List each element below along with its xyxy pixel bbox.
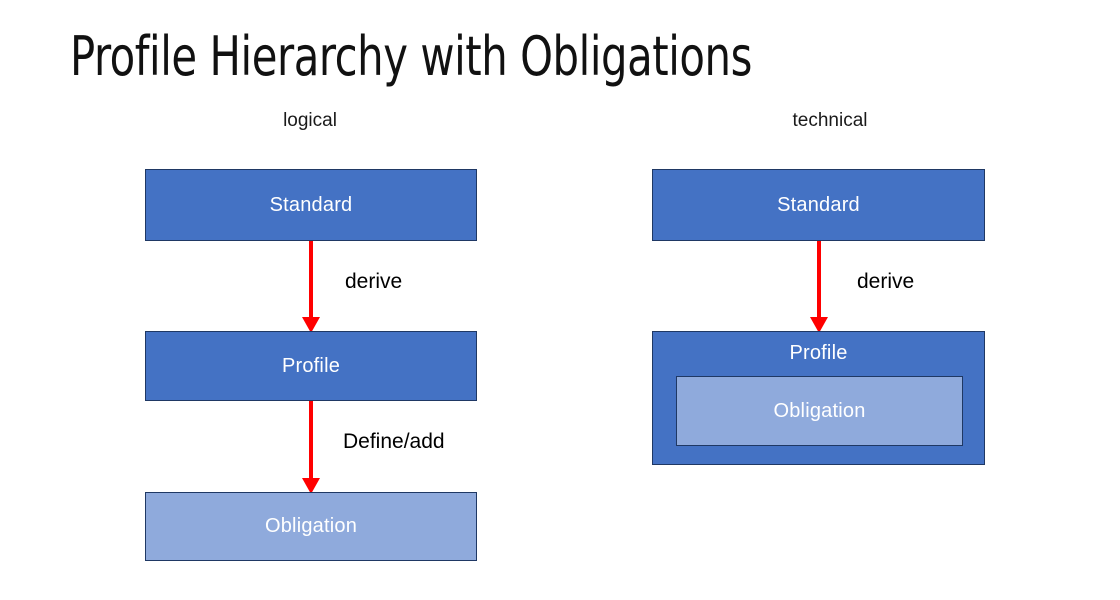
edge-label-derive-technical: derive bbox=[857, 270, 915, 293]
arrow-head-icon bbox=[302, 478, 320, 494]
node-standard-logical[interactable]: Standard bbox=[145, 169, 477, 241]
column-heading-technical: technical bbox=[792, 110, 868, 131]
column-heading-logical: logical bbox=[283, 110, 337, 131]
arrow-shaft bbox=[309, 241, 313, 317]
node-label: Obligation bbox=[264, 515, 358, 537]
node-obligation-technical-nested[interactable]: Obligation bbox=[676, 376, 963, 446]
node-standard-technical[interactable]: Standard bbox=[652, 169, 985, 241]
node-obligation-logical[interactable]: Obligation bbox=[145, 492, 477, 561]
edge-label-derive-logical: derive bbox=[345, 270, 403, 293]
node-label: Profile bbox=[789, 342, 848, 364]
edge-label-define-add-logical: Define/add bbox=[343, 430, 445, 453]
node-label: Obligation bbox=[773, 399, 866, 422]
arrow-shaft bbox=[309, 401, 313, 478]
arrow-head-icon bbox=[302, 317, 320, 333]
arrow-shaft bbox=[817, 241, 821, 317]
arrow-derive-technical bbox=[810, 241, 828, 333]
node-label: Standard bbox=[269, 193, 353, 216]
arrow-head-icon bbox=[810, 317, 828, 333]
page-title: Profile Hierarchy with Obligations bbox=[70, 25, 752, 88]
arrow-derive-logical bbox=[302, 241, 320, 333]
node-label: Standard bbox=[777, 193, 860, 216]
node-profile-logical[interactable]: Profile bbox=[145, 331, 477, 401]
node-profile-technical[interactable]: Profile Obligation bbox=[652, 331, 985, 465]
arrow-define-add-logical bbox=[302, 401, 320, 494]
node-label: Profile bbox=[281, 354, 341, 377]
